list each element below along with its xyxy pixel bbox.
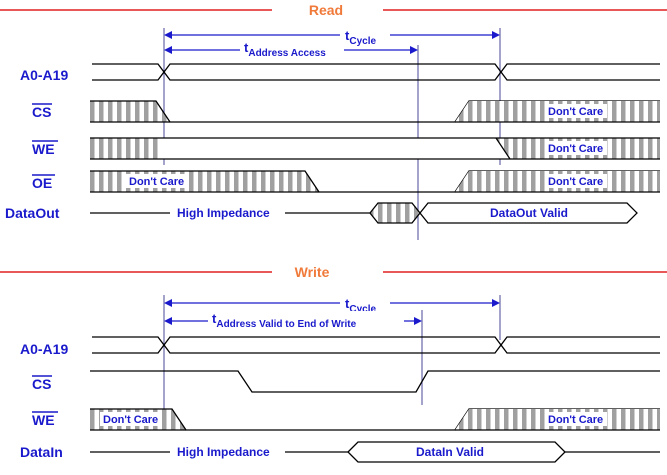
read-title: Read xyxy=(309,2,343,18)
write-title: Write xyxy=(295,264,330,280)
write-we-dontcare-right: Don't Care xyxy=(548,414,603,426)
write-signal-cs: CS xyxy=(32,376,51,392)
read-dataout-valid: DataOut Valid xyxy=(490,206,568,220)
read-addr-wave xyxy=(92,63,660,81)
read-signal-we: WE xyxy=(32,141,55,157)
read-taccess-arrowhead-left xyxy=(164,46,172,54)
write-taddr-label: tAddress Valid to End of Write xyxy=(212,311,357,330)
read-signal-dataout: DataOut xyxy=(5,205,60,221)
write-datain-valid: DataIn Valid xyxy=(416,445,484,459)
read-we-dontcare: Don't Care xyxy=(548,143,603,155)
write-signal-addr: A0-A19 xyxy=(20,341,68,357)
write-datain-wave: High Impedance DataIn Valid xyxy=(90,441,660,463)
write-taddr-arrowhead-left xyxy=(164,317,172,325)
read-we-wave: Don't Care xyxy=(90,137,660,160)
read-oe-dontcare-right: Don't Care xyxy=(548,176,603,188)
write-tcycle-label: tCycle xyxy=(345,296,376,315)
write-tcycle-arrowhead-left xyxy=(164,299,172,307)
read-signal-cs: CS xyxy=(32,104,51,120)
read-dataout-wave: High Impedance DataOut Valid xyxy=(90,202,638,224)
write-tcycle-arrowhead-right xyxy=(492,299,500,307)
read-oe-dontcare-left: Don't Care xyxy=(129,176,184,188)
write-we-dontcare-left: Don't Care xyxy=(103,414,158,426)
read-oe-wave: Don't Care Don't Care xyxy=(90,170,660,193)
read-taccess-arrowhead-right xyxy=(410,46,418,54)
read-high-impedance: High Impedance xyxy=(177,206,270,220)
write-we-wave: Don't Care Don't Care xyxy=(90,408,660,431)
read-cs-wave: Don't Care xyxy=(90,100,660,123)
write-high-impedance: High Impedance xyxy=(177,445,270,459)
write-signal-we: WE xyxy=(32,412,55,428)
read-cs-dontcare: Don't Care xyxy=(548,106,603,118)
write-addr-wave xyxy=(92,336,660,354)
read-tcycle-arrowhead-left xyxy=(164,31,172,39)
read-taccess-label: tAddress Access xyxy=(244,40,326,59)
read-tcycle-label: tCycle xyxy=(345,28,376,47)
write-signal-datain: DataIn xyxy=(20,444,63,460)
read-signal-addr: A0-A19 xyxy=(20,67,68,83)
write-taddr-arrowhead-right xyxy=(414,317,422,325)
read-signal-oe: OE xyxy=(32,175,52,191)
read-tcycle-arrowhead-right xyxy=(492,31,500,39)
write-cs-wave xyxy=(90,370,660,393)
